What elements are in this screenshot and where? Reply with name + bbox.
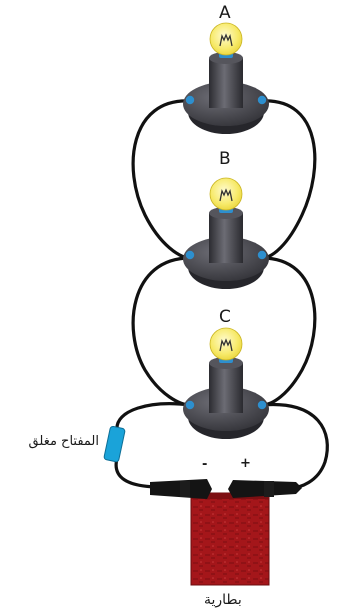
wire-a-b-right [260, 99, 317, 260]
wire-switch-battery [114, 456, 158, 489]
bulb-b [183, 177, 269, 289]
bulb-a [183, 22, 269, 134]
battery-negative-label: - [202, 457, 208, 472]
battery-positive-label: + [240, 456, 251, 471]
battery-label: بطارية [204, 592, 242, 608]
switch-label: المفتاح مغلق [28, 434, 99, 449]
wire-c-battery [260, 402, 329, 490]
battery [150, 479, 302, 586]
wire-b-c-right [260, 256, 317, 407]
wire-a-b-left [131, 99, 192, 260]
bulb-a-label: A [219, 3, 231, 23]
bulb-c [183, 327, 269, 439]
positive-clip-icon [228, 480, 302, 498]
switch-icon [103, 425, 126, 463]
negative-clip-icon [150, 479, 212, 499]
bulb-c-label: C [219, 307, 231, 327]
bulb-b-label: B [219, 149, 231, 169]
wires [114, 99, 329, 490]
wire-b-c-left [131, 256, 192, 407]
wire-c-switch [115, 402, 192, 432]
battery-body [190, 492, 270, 586]
